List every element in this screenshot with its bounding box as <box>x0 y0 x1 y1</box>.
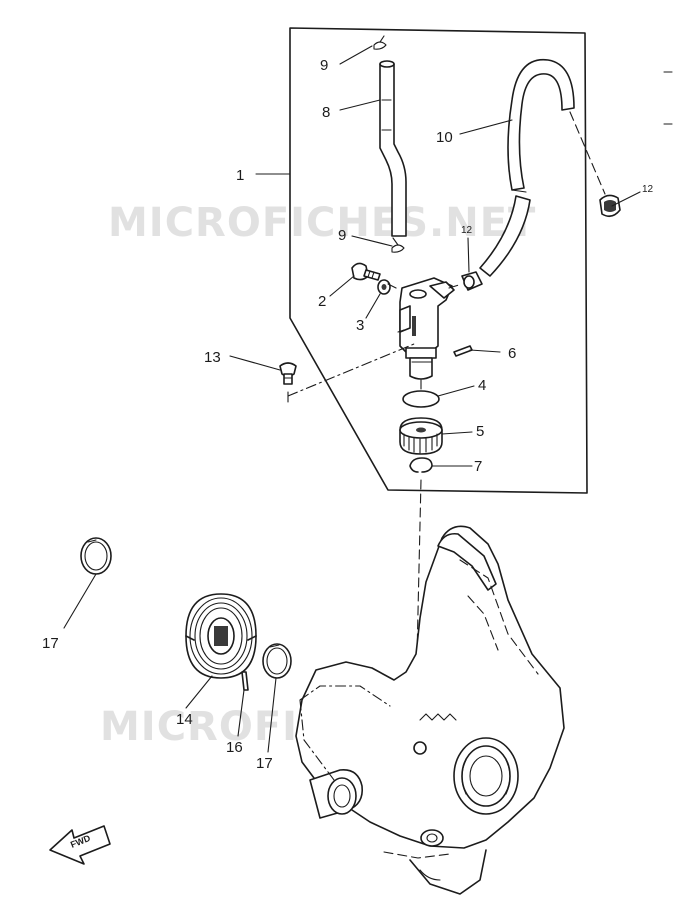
part-12-fitting-center <box>461 271 483 291</box>
part-6-pin <box>453 345 473 357</box>
callout-3: 3 <box>356 317 364 334</box>
assembly-frame <box>289 27 588 494</box>
part-12-fitting-right <box>599 194 621 218</box>
callout-16: 16 <box>226 739 243 756</box>
callout-8: 8 <box>322 104 330 121</box>
callout-9-lower: 9 <box>338 227 346 244</box>
leader-screw-to-pump <box>287 343 415 397</box>
watermark-top: MICROFICHES.NET <box>108 200 536 246</box>
callout-13: 13 <box>204 349 221 366</box>
leader-hose-to-12 <box>569 111 606 195</box>
leader-bolt-to-pump <box>387 283 401 291</box>
part-2-bolt <box>351 262 381 281</box>
part-7-circlip <box>409 457 433 473</box>
part-3-washer <box>377 279 391 295</box>
part-10-hose <box>479 58 575 277</box>
callout-14: 14 <box>176 711 193 728</box>
callout-6: 6 <box>508 345 516 362</box>
callout-2: 2 <box>318 293 326 310</box>
callout-5: 5 <box>476 423 484 440</box>
part-17-circlip-right <box>262 643 292 679</box>
callout-17-left: 17 <box>42 635 59 652</box>
callout-10: 10 <box>436 129 453 146</box>
part-5-gear <box>399 417 443 455</box>
part-9-clip-top <box>373 35 387 50</box>
callout-9-top: 9 <box>320 57 328 74</box>
part-14-pulley <box>185 593 257 679</box>
part-13-screw <box>279 362 297 385</box>
crankcase-housing <box>295 525 565 895</box>
oil-pump-body <box>397 277 455 380</box>
part-8-hose <box>379 60 407 237</box>
fwd-arrow-icon: FWD <box>49 825 111 865</box>
part-17-circlip-left <box>80 537 112 575</box>
callout-leaders <box>63 45 641 753</box>
part-9-clip-lower <box>391 237 405 253</box>
callout-4: 4 <box>478 377 486 394</box>
callout-1: 1 <box>236 167 244 184</box>
leader-pump-to-12 <box>448 283 463 289</box>
callout-12-right: 12 <box>642 184 654 195</box>
callout-7: 7 <box>474 458 482 475</box>
callout-12-center: 12 <box>461 225 473 236</box>
callout-17-right: 17 <box>256 755 273 772</box>
part-4-o-ring <box>402 390 440 408</box>
part-16-key <box>241 671 249 691</box>
